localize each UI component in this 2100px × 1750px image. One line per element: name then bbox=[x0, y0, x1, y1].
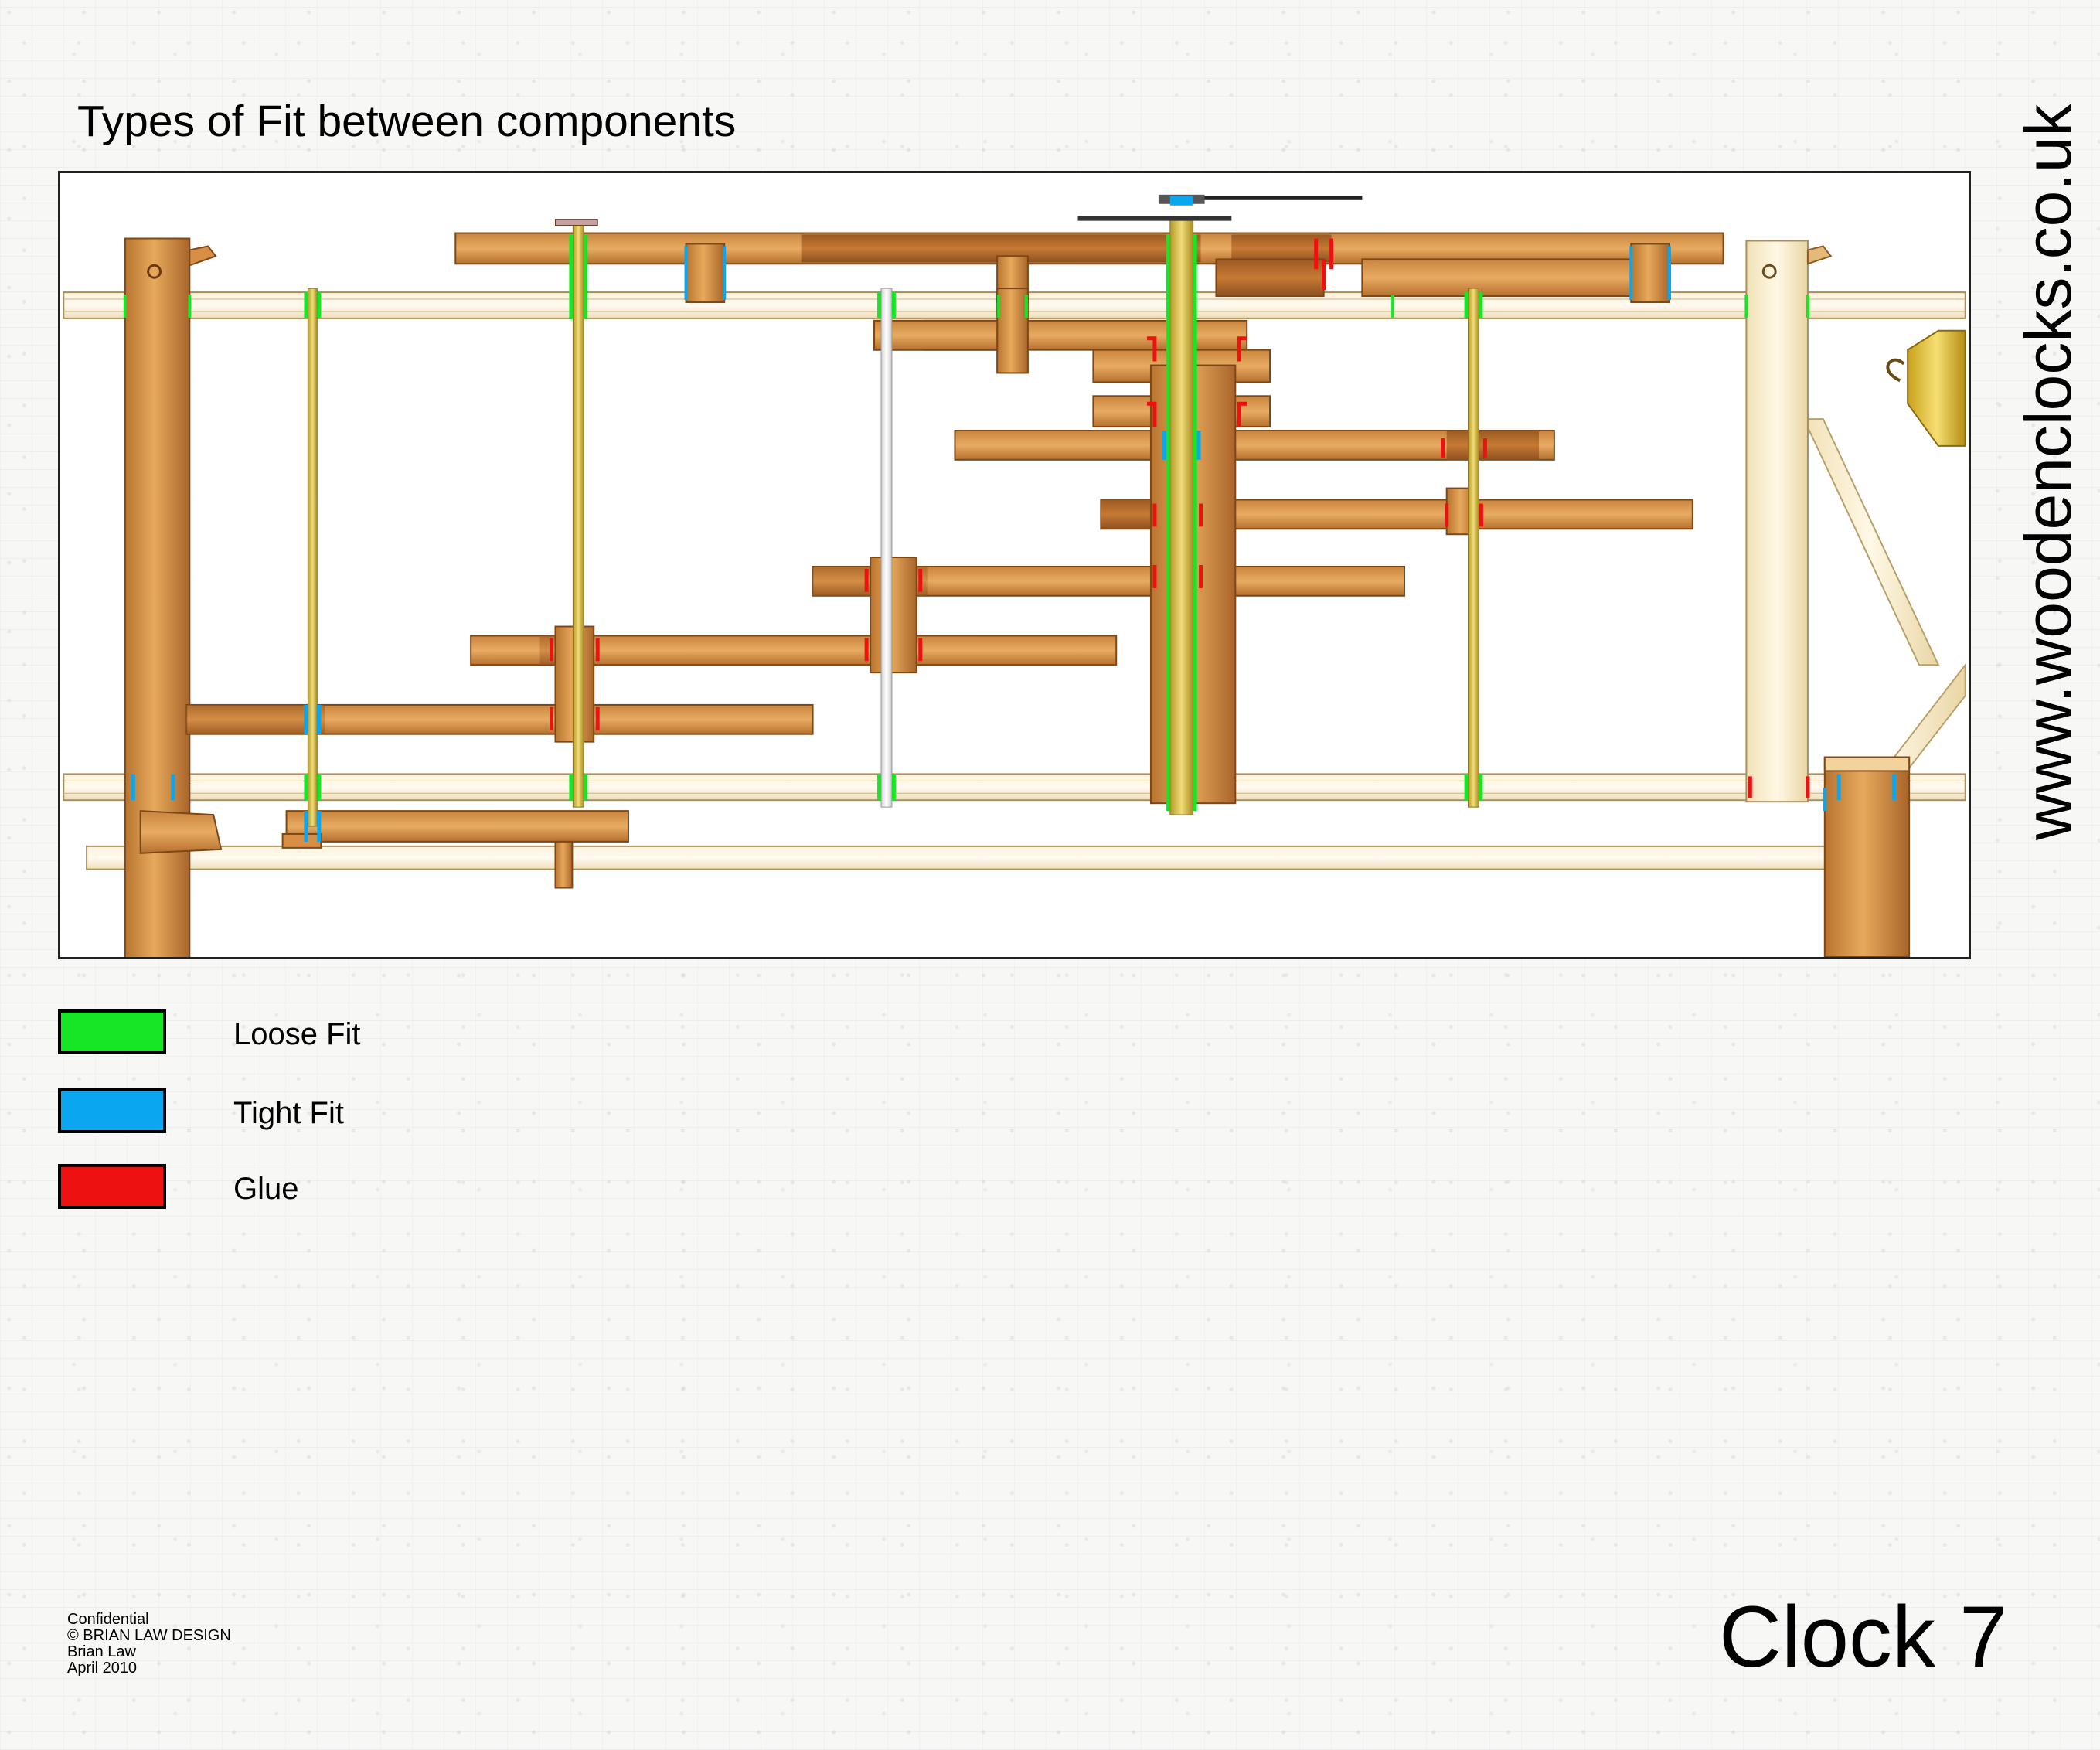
credit-line: Confidential bbox=[67, 1611, 149, 1628]
credit-line: April 2010 bbox=[67, 1660, 138, 1677]
bottom-frame-plate bbox=[63, 773, 1966, 802]
legend-item-glue: Glue bbox=[58, 1164, 460, 1214]
loose-fit-markers bbox=[123, 234, 1809, 812]
clock-hands bbox=[555, 194, 1363, 226]
credits-block: Confidential © BRIAN LAW DESIGN Brian La… bbox=[67, 1612, 231, 1677]
clock-name: Clock 7 bbox=[1719, 1588, 2008, 1685]
legend-label-loose-fit: Loose Fit bbox=[233, 1017, 361, 1051]
legend-swatch-glue bbox=[58, 1164, 166, 1209]
legend-swatch-loose-fit bbox=[58, 1009, 166, 1054]
drive-weight bbox=[1886, 329, 1966, 447]
wheel-2 bbox=[954, 395, 1555, 461]
legend-item-tight-fit: Tight Fit bbox=[58, 1088, 460, 1138]
credit-line: © BRIAN LAW DESIGN bbox=[67, 1627, 231, 1644]
clock-movement-cross-section bbox=[58, 171, 1971, 959]
base-rail bbox=[86, 845, 1886, 870]
legend-item-loose-fit: Loose Fit bbox=[58, 1009, 460, 1059]
website-url: www.woodenclocks.co.uk bbox=[2012, 104, 2085, 840]
page-title: Types of Fit between components bbox=[77, 97, 737, 146]
legend-label-tight-fit: Tight Fit bbox=[233, 1096, 344, 1130]
diagram-svg bbox=[63, 194, 1966, 957]
tight-fit-markers bbox=[131, 196, 1897, 842]
credit-line: Brian Law bbox=[67, 1643, 136, 1660]
legend-label-glue: Glue bbox=[233, 1172, 299, 1206]
legend-swatch-tight-fit bbox=[58, 1088, 166, 1133]
lower-pallet-arm bbox=[139, 810, 629, 889]
small-post bbox=[873, 288, 1029, 374]
shafts bbox=[307, 219, 1479, 827]
top-wheel-bar bbox=[454, 232, 1724, 298]
glue-markers bbox=[550, 238, 1810, 798]
wheel-6 bbox=[185, 703, 814, 735]
right-pillar bbox=[1745, 240, 1833, 803]
